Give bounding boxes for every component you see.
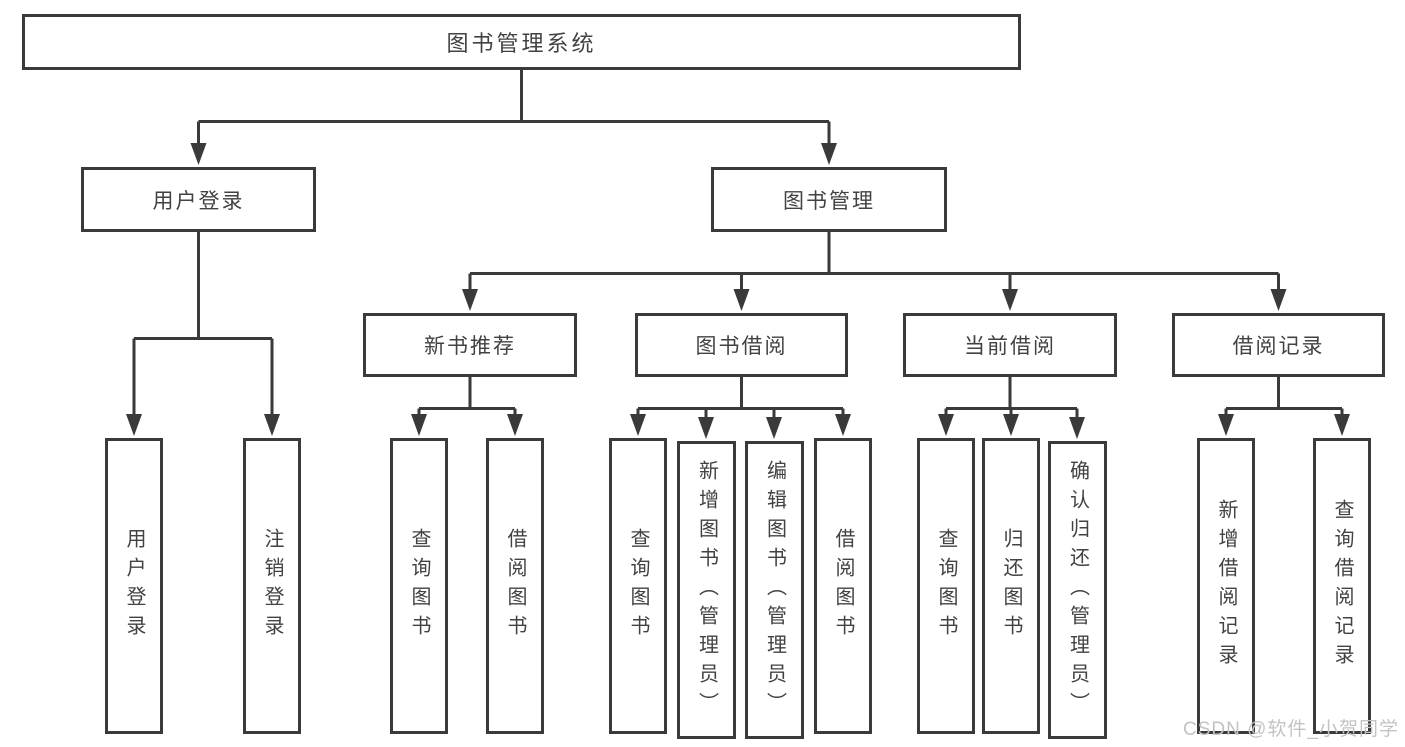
node-user-login-leaf: 用户登录 <box>105 438 163 734</box>
node-edit-book-admin: 编辑图书（管理员） <box>745 441 804 739</box>
node-return-book: 归还图书 <box>982 438 1040 734</box>
connector-current-borrow-branch <box>938 377 1085 439</box>
connector-borrow-records-branch <box>1218 377 1350 436</box>
connector-book-mgmt-branch <box>462 232 1287 311</box>
node-recommend-borrow-book: 借阅图书 <box>486 438 544 734</box>
node-current-query-book: 查询图书 <box>917 438 975 734</box>
node-current-borrow: 当前借阅 <box>903 313 1117 377</box>
node-borrow-query-book: 查询图书 <box>609 438 667 734</box>
node-recommend-query-book: 查询图书 <box>390 438 448 734</box>
connector-new-book-branch <box>411 377 523 436</box>
node-borrow-borrow-book: 借阅图书 <box>814 438 872 734</box>
watermark: CSDN @软件_小贺同学 <box>1183 719 1399 740</box>
node-add-book-admin: 新增图书（管理员） <box>677 441 736 739</box>
connector-user-login-branch <box>126 232 280 436</box>
node-query-borrow-record: 查询借阅记录 <box>1313 438 1371 734</box>
node-book-management: 图书管理 <box>711 167 947 232</box>
node-user-login: 用户登录 <box>81 167 316 232</box>
node-root: 图书管理系统 <box>22 14 1021 70</box>
connector-root-to-level2 <box>190 70 837 165</box>
node-logout-leaf: 注销登录 <box>243 438 301 734</box>
node-add-borrow-record: 新增借阅记录 <box>1197 438 1255 734</box>
node-new-book-recommend: 新书推荐 <box>363 313 577 377</box>
node-confirm-return-admin: 确认归还（管理员） <box>1048 441 1107 739</box>
connector-book-borrow-branch <box>630 377 851 439</box>
node-book-borrow: 图书借阅 <box>635 313 848 377</box>
node-borrow-records: 借阅记录 <box>1172 313 1385 377</box>
